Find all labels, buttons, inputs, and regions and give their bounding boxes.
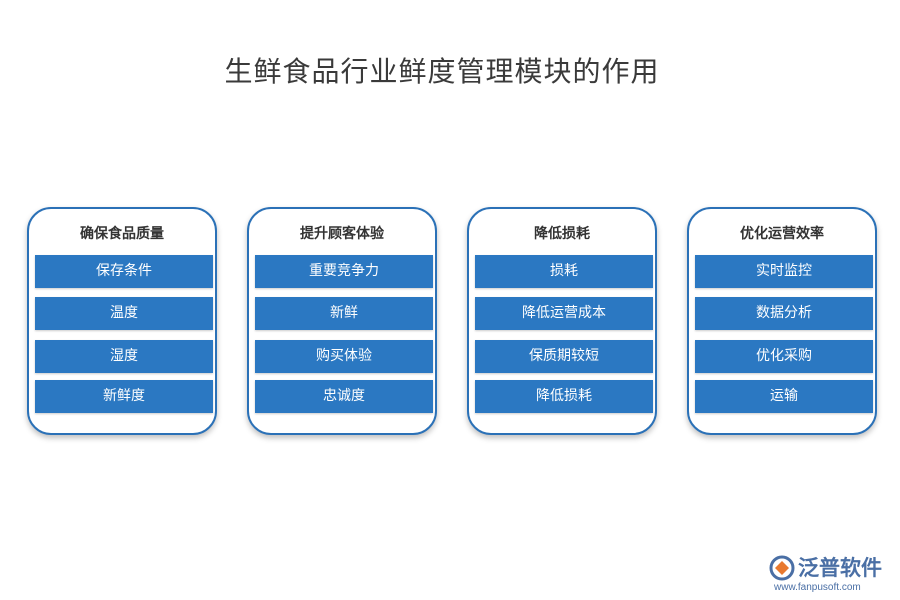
card-item: 湿度 (35, 340, 213, 373)
card-item: 优化采购 (695, 340, 873, 373)
card-item: 损耗 (475, 255, 653, 288)
card-item: 温度 (35, 297, 213, 330)
card-item: 购买体验 (255, 340, 433, 373)
card-food-quality: 确保食品质量 保存条件 温度 湿度 新鲜度 (27, 207, 217, 435)
card-item: 保质期较短 (475, 340, 653, 373)
brand-logo: 泛普软件 www.fanpusoft.com (768, 552, 898, 598)
card-item: 降低运营成本 (475, 297, 653, 330)
card-item: 运输 (695, 380, 873, 413)
page-title: 生鲜食品行业鲜度管理模块的作用 (224, 55, 660, 88)
card-heading: 降低损耗 (534, 226, 590, 242)
card-customer-experience: 提升顾客体验 重要竞争力 新鲜 购买体验 忠诚度 (247, 207, 437, 435)
card-item: 实时监控 (695, 255, 873, 288)
card-item: 重要竞争力 (255, 255, 433, 288)
card-operation-efficiency: 优化运营效率 实时监控 数据分析 优化采购 运输 (687, 207, 877, 435)
logo-url: www.fanpusoft.com (774, 582, 861, 593)
card-heading: 优化运营效率 (740, 226, 824, 242)
logo-name: 泛普软件 (798, 556, 882, 580)
card-item: 新鲜度 (35, 380, 213, 413)
card-item: 保存条件 (35, 255, 213, 288)
card-reduce-loss: 降低损耗 损耗 降低运营成本 保质期较短 降低损耗 (467, 207, 657, 435)
card-heading: 确保食品质量 (80, 226, 164, 242)
card-heading: 提升顾客体验 (300, 226, 384, 242)
card-item: 忠诚度 (255, 380, 433, 413)
fanpu-logo-icon (769, 555, 795, 581)
card-item: 数据分析 (695, 297, 873, 330)
card-item: 降低损耗 (475, 380, 653, 413)
card-item: 新鲜 (255, 297, 433, 330)
